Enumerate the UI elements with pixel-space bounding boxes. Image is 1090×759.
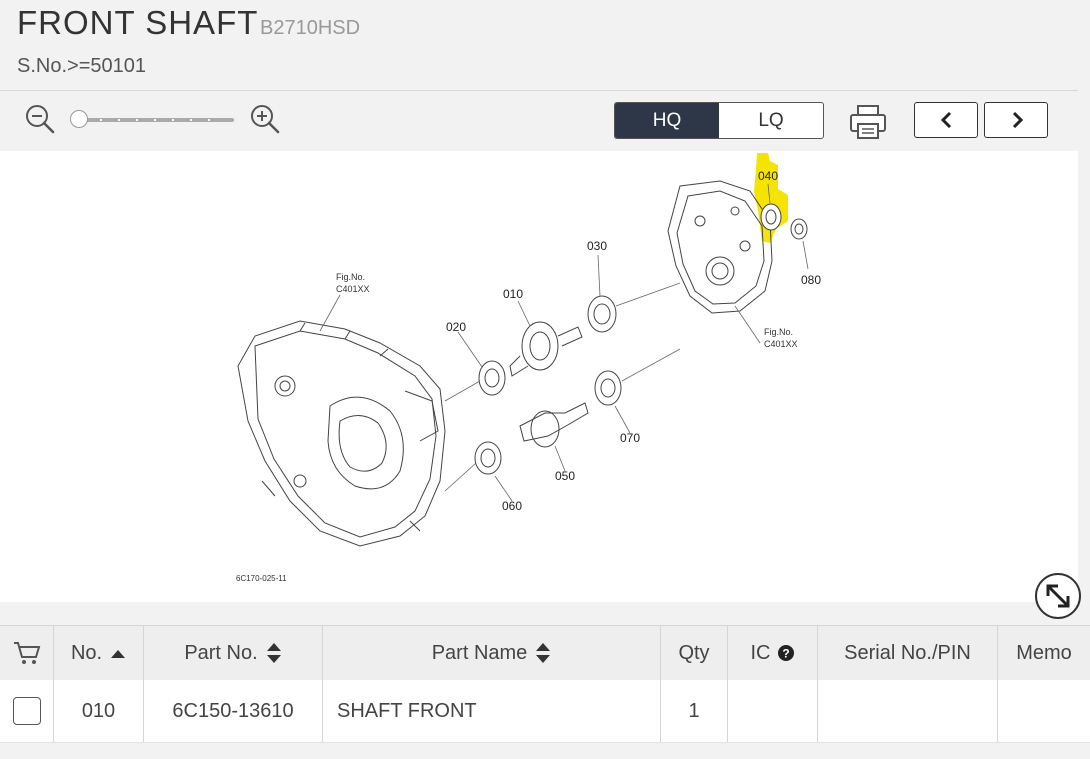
row-memo xyxy=(998,680,1090,742)
gear-case-drawing xyxy=(667,180,773,314)
help-icon[interactable]: ? xyxy=(777,644,795,662)
fig-ref-code: C401XX xyxy=(336,284,370,294)
callout-020[interactable]: 020 xyxy=(446,320,466,334)
svg-text:?: ? xyxy=(782,647,789,661)
table-header-row: No. Part No. Part Name Qty IC ? xyxy=(0,625,1090,681)
row-checkbox[interactable] xyxy=(12,697,41,725)
quality-toggle: HQ LQ xyxy=(614,102,824,139)
sort-icon xyxy=(266,643,281,663)
model-label: B2710HSD xyxy=(260,17,361,39)
callout-060[interactable]: 060 xyxy=(502,499,522,513)
callout-080[interactable]: 080 xyxy=(801,273,821,287)
row-no: 010 xyxy=(54,680,144,742)
callout-070[interactable]: 070 xyxy=(620,431,640,445)
shaft-drawings xyxy=(509,321,589,448)
zoom-slider-thumb[interactable] xyxy=(70,110,88,128)
previous-button[interactable] xyxy=(914,102,978,138)
part-no-column-header[interactable]: Part No. xyxy=(144,626,323,680)
zoom-out-icon[interactable] xyxy=(22,101,58,137)
row-part-name: SHAFT FRONT xyxy=(323,680,661,742)
serial-column-header: Serial No./PIN xyxy=(818,626,998,680)
serial-range: S.No.>=50101 xyxy=(17,55,146,77)
figure-code: 6C170-025-11 xyxy=(236,574,287,583)
bearing-drawings xyxy=(474,203,808,475)
chevron-left-icon xyxy=(940,111,952,129)
expand-button[interactable] xyxy=(1035,573,1081,619)
lq-button[interactable]: LQ xyxy=(758,110,784,131)
row-qty: 1 xyxy=(661,680,728,742)
page-title: FRONT SHAFT xyxy=(17,4,259,41)
zoom-in-icon[interactable] xyxy=(247,101,283,137)
row-ic xyxy=(728,680,818,742)
ic-column-header: IC ? xyxy=(728,626,818,680)
part-name-column-header[interactable]: Part Name xyxy=(323,626,661,680)
sort-icon xyxy=(536,643,551,663)
table-row[interactable]: 010 6C150-13610 SHAFT FRONT 1 xyxy=(0,680,1090,743)
callout-030[interactable]: 030 xyxy=(587,239,607,253)
viewer-toolbar: HQ LQ xyxy=(0,90,1078,152)
fig-ref-label: Fig.No. xyxy=(336,272,365,282)
print-icon[interactable] xyxy=(848,102,888,142)
callout-040[interactable]: 040 xyxy=(758,169,778,183)
leader-lines xyxy=(319,183,809,502)
no-column-header[interactable]: No. xyxy=(54,626,144,680)
row-part-no: 6C150-13610 xyxy=(144,680,323,742)
next-button[interactable] xyxy=(984,102,1048,138)
zoom-slider[interactable] xyxy=(70,110,236,130)
callout-010[interactable]: 010 xyxy=(503,287,523,301)
callout-050[interactable]: 050 xyxy=(555,469,575,483)
fig-ref-label-2: Fig.No. xyxy=(764,327,793,337)
memo-column-header: Memo xyxy=(1016,641,1072,664)
cart-icon xyxy=(13,642,40,664)
cart-column-header[interactable] xyxy=(0,626,54,680)
expand-icon xyxy=(1046,584,1070,608)
fig-ref-code-2: C401XX xyxy=(764,339,798,349)
parts-diagram[interactable]: 010 020 030 040 050 060 070 080 Fig.No. … xyxy=(0,151,1078,602)
qty-column-header: Qty xyxy=(661,626,728,680)
sort-asc-icon xyxy=(111,650,126,658)
chevron-right-icon xyxy=(1012,111,1024,129)
row-serial xyxy=(818,680,998,742)
transmission-housing-drawing xyxy=(237,320,446,547)
row-select-cell xyxy=(0,680,54,742)
hq-button[interactable]: HQ xyxy=(615,103,719,138)
